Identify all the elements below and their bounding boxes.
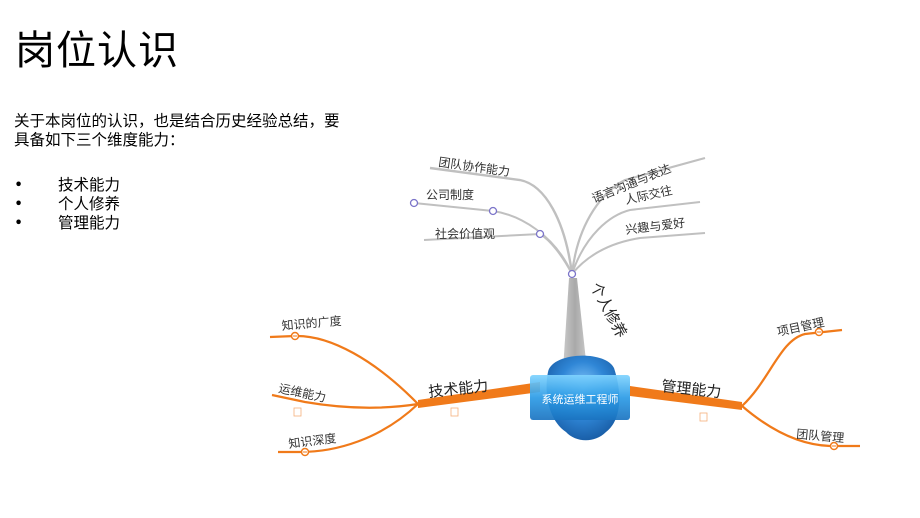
bullet-item: • 技术能力 (14, 176, 120, 195)
tech-item-depth: 知识深度 (288, 430, 337, 451)
branch-line (271, 393, 419, 409)
center-label: 系统运维工程师 (542, 393, 619, 406)
branch-line (571, 232, 706, 275)
bullet-item: • 个人修养 (14, 195, 120, 214)
management-branch: 项目管理 团队管理 管理能力 (630, 314, 860, 451)
note-icon (699, 412, 708, 422)
note-icon (450, 407, 459, 417)
tech-trunk (418, 382, 540, 408)
personal-branch: 团队协作能力 公司制度 社会价值观 语言沟通与表达 人际交往 兴趣与爱好 个人修… (409, 154, 706, 370)
note-icon (293, 407, 302, 417)
branch-line (741, 405, 860, 448)
management-trunk (630, 386, 742, 410)
tech-item-breadth: 知识的广度 (281, 313, 342, 333)
management-item-team: 团队管理 (796, 426, 845, 445)
tech-branch: 知识的广度 运维能力 知识深度 技术能力 (269, 313, 540, 457)
slide-title: 岗位认识 (15, 28, 179, 74)
center-node[interactable]: 系统运维工程师 (530, 355, 630, 441)
bullet-label: 管理能力 (58, 214, 121, 232)
node-dot-icon (567, 269, 577, 279)
branch-line (741, 328, 843, 407)
bullet-dot-icon: • (14, 195, 24, 213)
personal-item-company-rules: 公司制度 (426, 187, 474, 202)
branch-line (570, 156, 706, 275)
branch-line (269, 334, 419, 405)
bullet-label: 个人修养 (58, 195, 121, 213)
bullet-label: 技术能力 (58, 176, 121, 194)
node-dot-icon (488, 206, 498, 216)
branch-line (429, 166, 574, 275)
node-dot-icon (535, 229, 545, 239)
personal-trunk (563, 278, 587, 370)
bullet-dot-icon: • (14, 214, 24, 232)
branch-line (571, 201, 701, 275)
node-dot-icon (409, 198, 419, 208)
bullet-list: • 技术能力 • 个人修养 • 管理能力 (14, 176, 120, 233)
bullet-item: • 管理能力 (14, 214, 120, 233)
bullet-dot-icon: • (14, 176, 24, 194)
personal-item-social-values: 社会价值观 (435, 226, 495, 241)
personal-item-hobbies: 兴趣与爱好 (625, 215, 686, 237)
center-bar (530, 375, 630, 420)
intro-text: 关于本岗位的认识，也是结合历史经验总结，要具备如下三个维度能力： (14, 112, 340, 149)
personal-item-teamwork: 团队协作能力 (438, 154, 511, 179)
personal-branch-label: 个人修养 (586, 279, 630, 340)
